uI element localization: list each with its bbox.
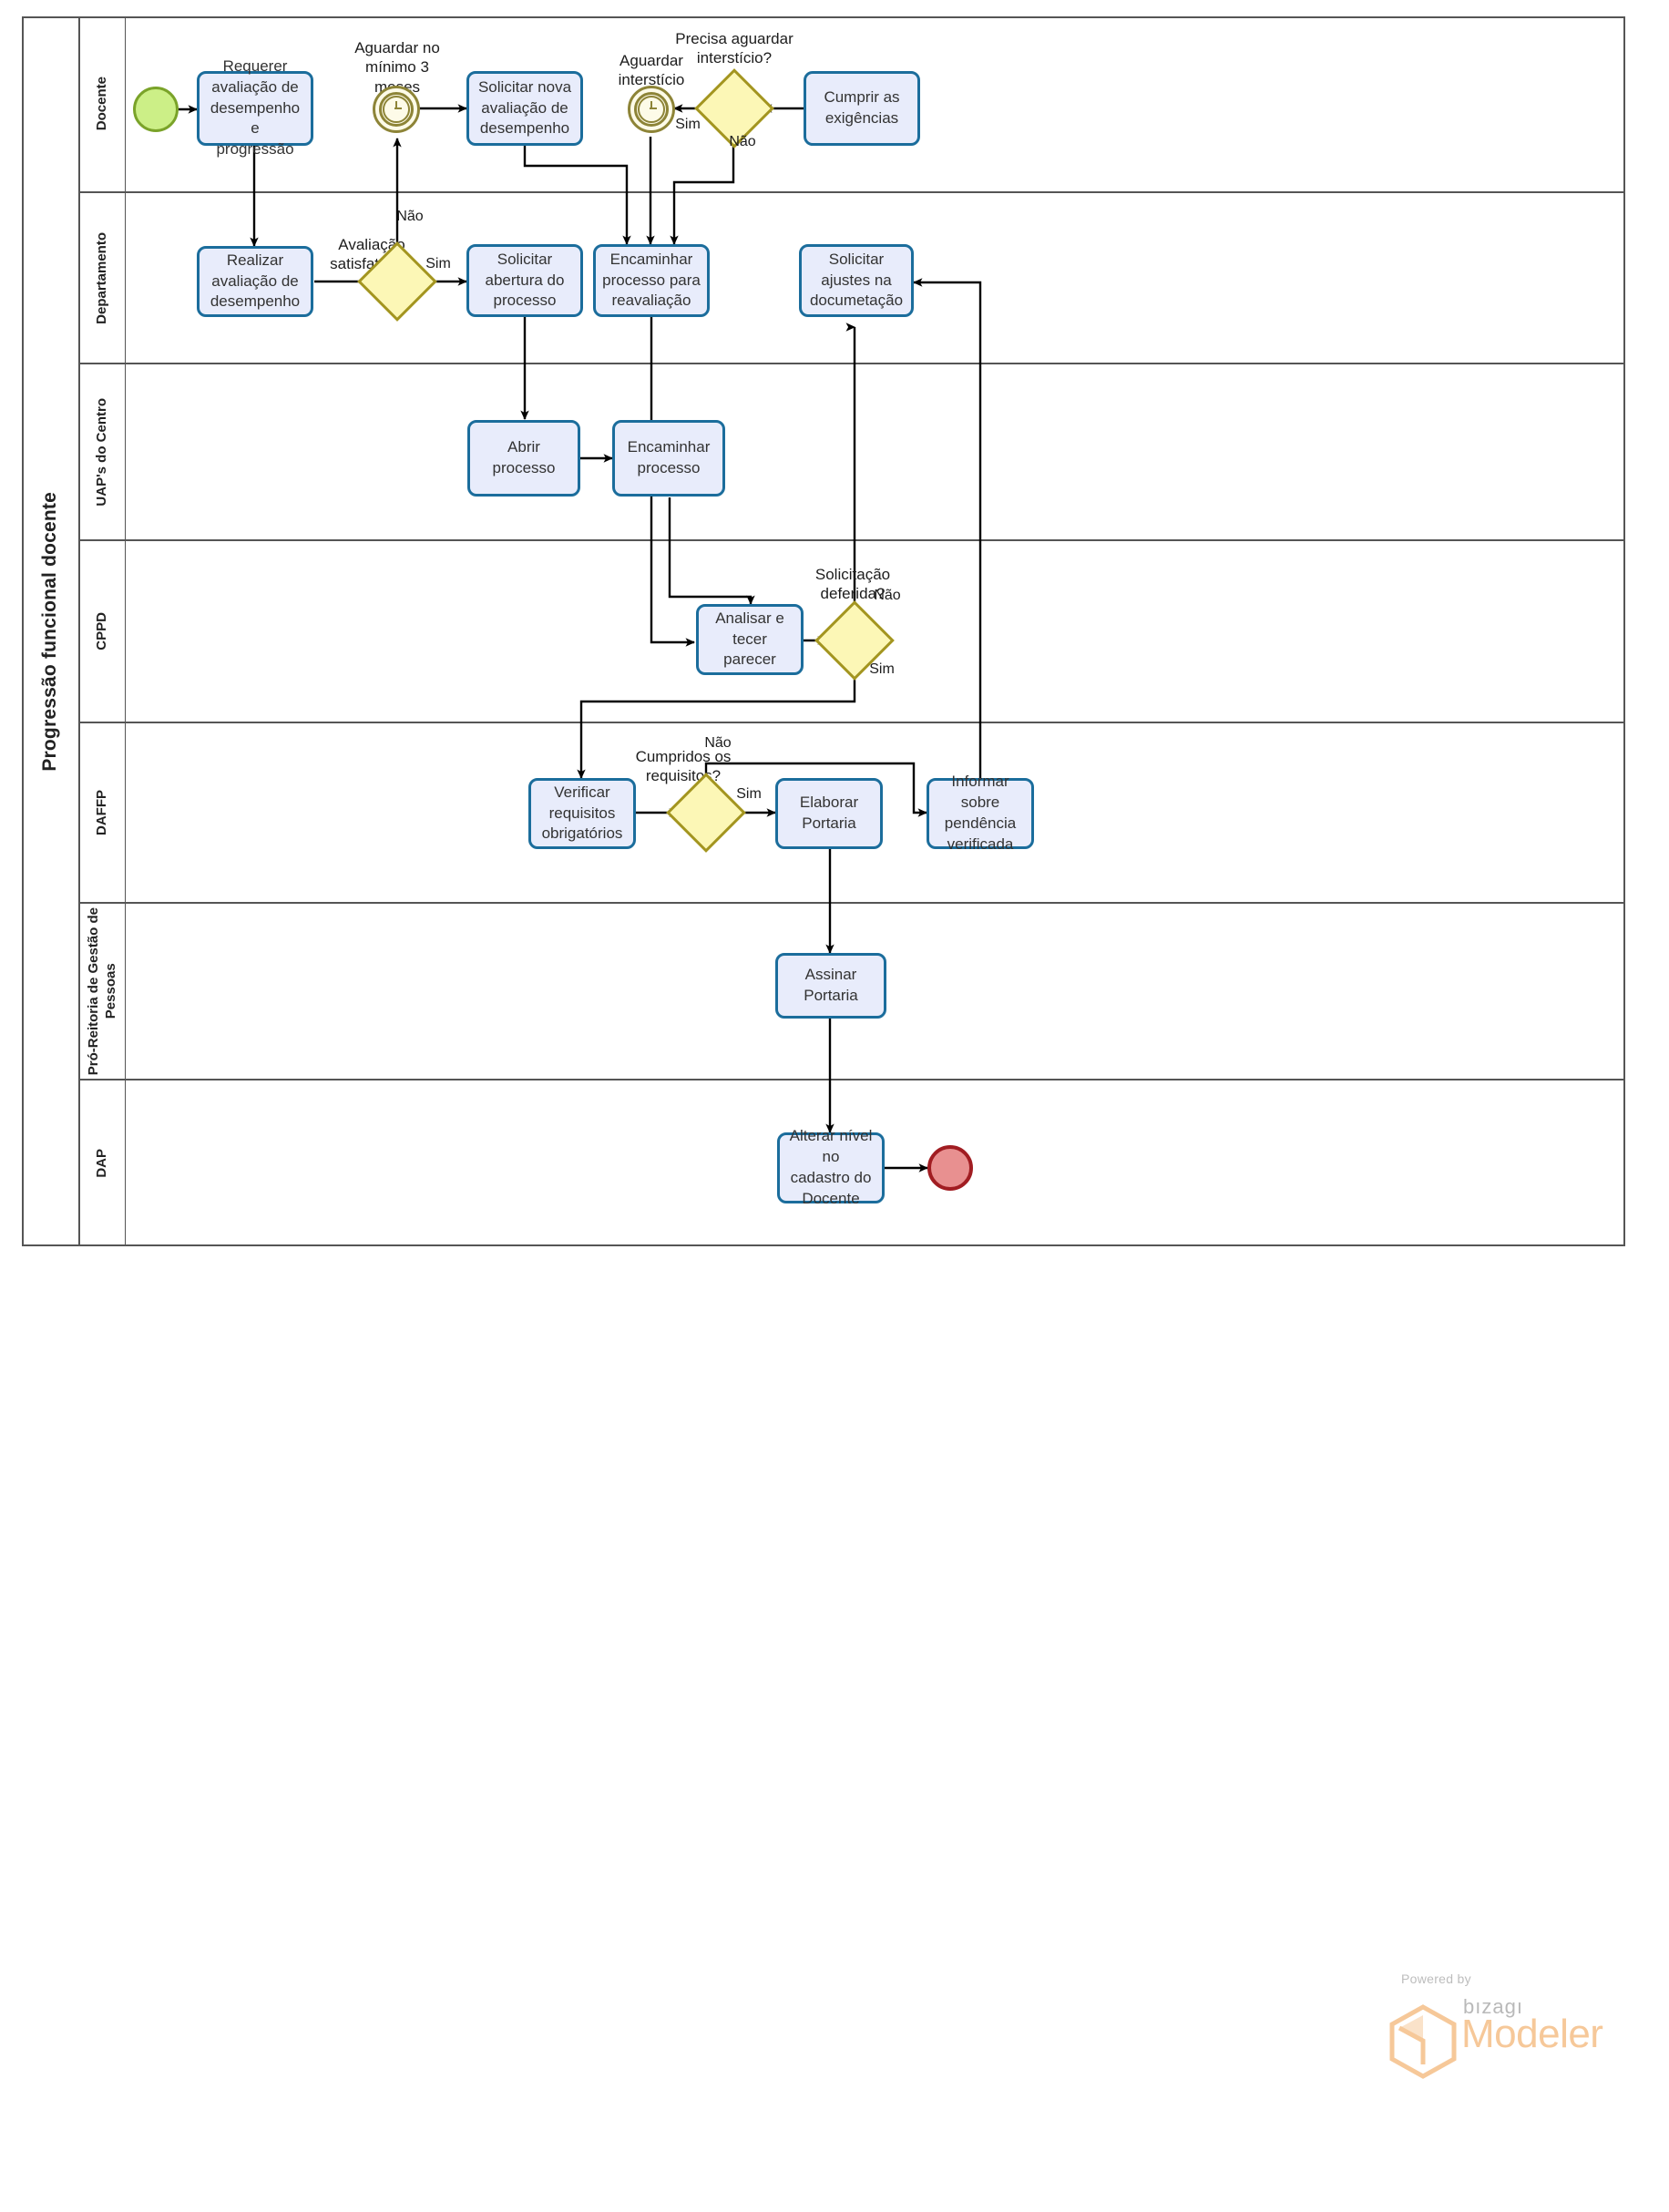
flow-label-sim-avaliacao: Sim xyxy=(425,256,451,271)
task-solicitar-abertura[interactable]: Solicitar abertura do processo xyxy=(466,244,583,317)
start-event[interactable] xyxy=(133,87,179,132)
clock-icon xyxy=(383,96,410,123)
lane-uaps-label: UAP's do Centro xyxy=(94,397,110,507)
lane-cppd-label: CPPD xyxy=(94,612,110,650)
powered-by-label: Powered by xyxy=(1401,1971,1471,1986)
modeler-wordmark: Modeler xyxy=(1461,2012,1603,2056)
lane-docente: Docente xyxy=(80,16,1625,193)
task-alterar-nivel[interactable]: Alterar nível no cadastro do Docente xyxy=(777,1127,885,1207)
lane-daffp-label: DAFFP xyxy=(94,790,110,835)
gateway-solicitacao-deferida-label: Solicitação deferida? xyxy=(814,566,891,603)
gateway-precisa-intersticio-label: Precisa aguardar interstício? xyxy=(675,30,794,67)
clock-icon xyxy=(638,96,665,123)
lane-pro-reitoria-header: Pró-Reitoria de Gestão de Pessoas xyxy=(80,904,126,1079)
bizagi-hexagon-icon xyxy=(1389,2004,1457,2079)
lane-cppd-header: CPPD xyxy=(80,541,126,722)
pool-title-label: Progressão funcional docente xyxy=(39,491,60,772)
lane-uaps: UAP's do Centro xyxy=(80,364,1625,541)
task-informar-pendencia[interactable]: Informar sobre pendência verificada xyxy=(927,773,1034,853)
timer-event-intersticio[interactable] xyxy=(628,86,675,133)
flow-label-sim-intersticio: Sim xyxy=(675,117,701,132)
flow-label-nao-intersticio: Não xyxy=(729,134,756,149)
lane-docente-label: Docente xyxy=(94,77,110,131)
timer-event-3-meses[interactable] xyxy=(373,86,420,133)
lane-dap-header: DAP xyxy=(80,1080,126,1246)
task-requerer-avaliacao[interactable]: Requerer avaliação de desempenho e progr… xyxy=(197,57,313,158)
task-elaborar-portaria[interactable]: Elaborar Portaria xyxy=(775,778,883,849)
task-encaminhar-processo[interactable]: Encaminhar processo xyxy=(612,420,725,497)
lane-dap-label: DAP xyxy=(94,1149,110,1178)
task-solicitar-ajustes[interactable]: Solicitar ajustes na documetação xyxy=(799,244,914,317)
bizagi-modeler-logo: Powered by bızagı Modeler xyxy=(1341,1968,1603,2086)
flow-label-nao-requisitos: Não xyxy=(704,735,732,751)
task-abrir-processo[interactable]: Abrir processo xyxy=(467,420,580,497)
pool-title: Progressão funcional docente xyxy=(22,16,80,1246)
lane-pro-reitoria-label: Pró-Reitoria de Gestão de Pessoas xyxy=(85,906,118,1076)
lane-cppd: CPPD xyxy=(80,541,1625,723)
lane-uaps-header: UAP's do Centro xyxy=(80,364,126,539)
lane-departamento-header: Departamento xyxy=(80,193,126,363)
task-verificar-requisitos[interactable]: Verificar requisitos obrigatórios xyxy=(528,778,636,849)
bizagi-wordmark: bızagı xyxy=(1463,1995,1523,2018)
lane-departamento-label: Departamento xyxy=(94,231,110,324)
task-realizar-avaliacao[interactable]: Realizar avaliação de desempenho xyxy=(197,246,313,317)
lane-docente-header: Docente xyxy=(80,16,126,191)
lane-departamento: Departamento xyxy=(80,193,1625,364)
flow-label-sim-deferida: Sim xyxy=(869,661,895,677)
task-cumprir-exigencias[interactable]: Cumprir as exigências xyxy=(804,71,920,146)
task-solicitar-nova-avaliacao[interactable]: Solicitar nova avaliação de desempenho xyxy=(466,71,583,146)
flow-label-nao-avaliacao: Não xyxy=(396,209,424,224)
task-analisar-tecer-parecer[interactable]: Analisar e tecer parecer xyxy=(696,604,804,675)
lane-daffp: DAFFP xyxy=(80,723,1625,904)
task-assinar-portaria[interactable]: Assinar Portaria xyxy=(775,953,886,1019)
lane-daffp-header: DAFFP xyxy=(80,723,126,902)
flow-label-sim-requisitos: Sim xyxy=(736,786,762,802)
task-encaminhar-reavaliacao[interactable]: Encaminhar processo para reavaliação xyxy=(593,244,710,317)
lane-dap: DAP xyxy=(80,1080,1625,1246)
flow-label-nao-deferida: Não xyxy=(874,588,901,603)
lane-pro-reitoria: Pró-Reitoria de Gestão de Pessoas xyxy=(80,904,1625,1080)
timer-intersticio-label: Aguardar interstício xyxy=(618,52,685,89)
gateway-cumpridos-requisitos-label: Cumpridos os requisitos? xyxy=(635,748,732,785)
end-event[interactable] xyxy=(927,1145,973,1191)
